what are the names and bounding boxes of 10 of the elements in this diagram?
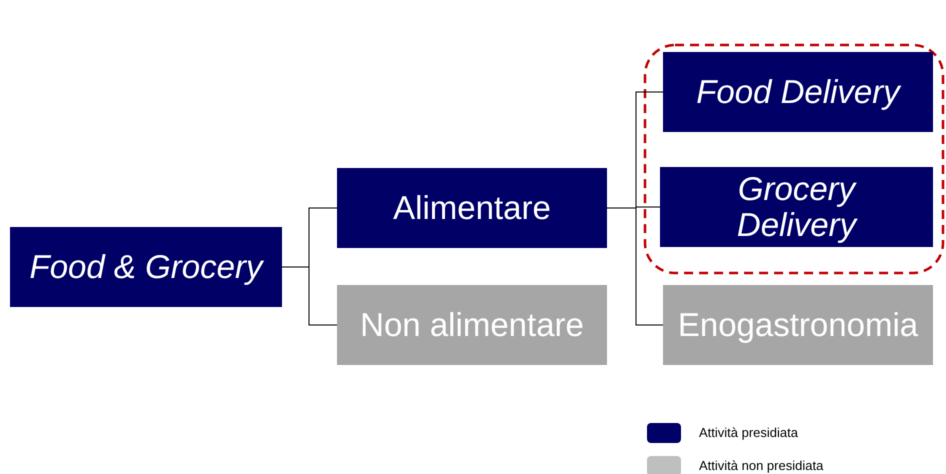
category-box: Enogastronomia [663, 285, 933, 365]
connector-line [282, 266, 338, 326]
connector-line [606, 208, 664, 326]
legend-text: Attività non presidiata [699, 457, 824, 474]
category-box: Food Delivery [663, 52, 933, 132]
category-box: Alimentare [337, 168, 607, 248]
category-box: Grocery Delivery [660, 167, 933, 247]
category-box: Non alimentare [337, 285, 607, 365]
legend-text: Attività presidiata [699, 424, 798, 442]
category-box: Food & Grocery [10, 227, 282, 307]
